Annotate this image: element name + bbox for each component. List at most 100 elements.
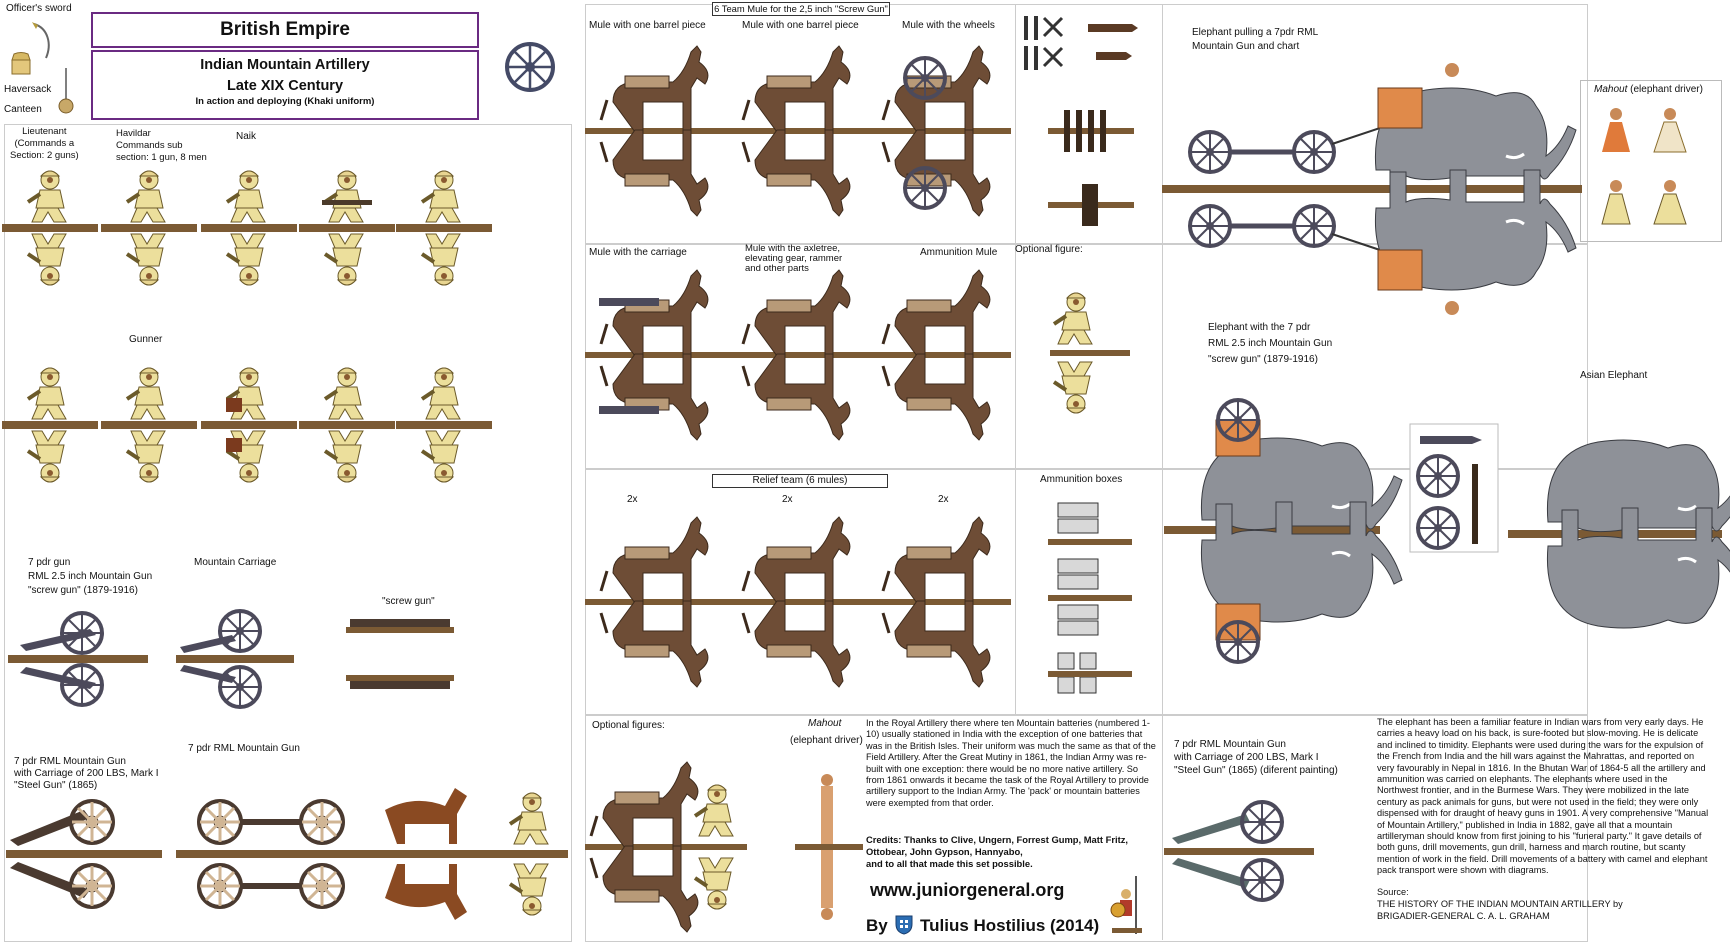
page-title: British Empire <box>220 19 350 40</box>
mule-row-2 <box>585 268 1011 442</box>
steel-gun-diff <box>1164 800 1314 902</box>
label-havildar: Havildar Commands sub section: 1 gun, 8 … <box>116 128 207 163</box>
cart-wheels <box>1188 125 1387 253</box>
divider-middle <box>1015 4 1016 714</box>
label-mahout-right: Mahout (elephant driver) <box>1594 84 1703 96</box>
label-haversack: Haversack <box>4 84 52 95</box>
divider-right <box>1162 4 1163 940</box>
source-line-2: BRIGADIER-GENERAL C. A. L. GRAHAM <box>1377 911 1550 921</box>
label-ammo-mule: Ammunition Mule <box>920 247 998 258</box>
panel-left <box>4 124 572 942</box>
label-officers-sword: Officer's sword <box>6 3 72 14</box>
ammo-boxes <box>1048 502 1132 694</box>
label-canteen: Canteen <box>4 104 42 115</box>
parts-column-top <box>1024 16 1138 226</box>
label-2x-2: 2x <box>782 494 793 505</box>
title-box: British Empire <box>91 12 479 48</box>
mountain-carriage <box>176 609 294 709</box>
soldier-row-1 <box>2 169 492 287</box>
elephant-pulling <box>1373 63 1578 315</box>
label-naik: Naik <box>236 131 257 142</box>
label-screw-gun: "screw gun" <box>382 596 435 607</box>
subtitle-1: Indian Mountain Artillery <box>200 57 370 73</box>
label-asian-elephant: Asian Elephant <box>1580 370 1648 381</box>
label-mahout-right-name: Mahout <box>1594 84 1628 95</box>
credits-by: By <box>866 916 888 935</box>
mule-barrel-2 <box>725 44 865 218</box>
gunner-1 <box>2 366 98 484</box>
label-elephant-driver: (elephant driver) <box>790 735 863 746</box>
rammer-parts <box>1048 110 1134 226</box>
gunner-5 <box>396 366 492 484</box>
elephant-gun-parts <box>1409 423 1499 553</box>
label-rml-gun: 7 pdr RML Mountain Gun <box>188 743 300 754</box>
gunner-2 <box>101 366 197 484</box>
panel-middle-1 <box>585 4 1588 245</box>
soldier-rammer <box>299 169 395 287</box>
roman-soldier-icon <box>1110 876 1142 934</box>
haversack-icon <box>11 52 31 75</box>
soldier-pointing <box>396 169 492 287</box>
label-mule-wheels: Mule with the wheels <box>902 20 995 31</box>
label-steel-gun: 7 pdr RML Mountain Gun with Carriage of … <box>14 756 159 791</box>
soldier-havildar <box>101 169 197 287</box>
subtitle-3: In action and deploying (Khaki uniform) <box>195 96 375 107</box>
soldier-row-2 <box>2 366 492 484</box>
panel-middle-4 <box>585 714 1588 942</box>
label-mahout-right-suffix: (elephant driver) <box>1627 84 1703 95</box>
source-line-1: THE HISTORY OF THE INDIAN MOUNTAIN ARTIL… <box>1377 899 1623 909</box>
label-mule-carriage: Mule with the carriage <box>589 247 687 258</box>
gun-row-2 <box>6 788 568 920</box>
optional-figures-bottom <box>585 760 863 934</box>
asian-elephant <box>1508 438 1730 630</box>
mule-barrel-1 <box>585 44 725 218</box>
label-7pdr-gun: 7 pdr gun RML 2.5 inch Mountain Gun "scr… <box>28 557 153 596</box>
label-elephant-7pdr: Elephant with the 7 pdr RML 2.5 inch Mou… <box>1208 322 1333 365</box>
mule-wheels <box>865 44 1011 218</box>
label-optional-figure: Optional figure: <box>1015 244 1083 255</box>
soldier-naik <box>201 169 297 287</box>
canteen-icon <box>58 68 74 114</box>
screw-gun-parts <box>346 619 454 689</box>
label-team-title: 6 Team Mule for the 2,5 inch "Screw Gun" <box>712 2 890 16</box>
mule-with-gunner <box>585 760 747 934</box>
relief-mule-3 <box>865 515 1011 689</box>
credits-text: Credits: Thanks to Clive, Ungern, Forres… <box>866 834 1129 869</box>
label-mountain-carriage: Mountain Carriage <box>194 557 277 568</box>
label-optional-figures: Optional figures: <box>592 720 665 731</box>
author-name: Tulius Hostilius (2014) <box>920 916 1100 935</box>
label-mahout: Mahout <box>808 718 842 729</box>
label-steel-gun-diff: 7 pdr RML Mountain Gun with Carriage of … <box>1174 739 1338 776</box>
harness-parts <box>1024 16 1138 70</box>
site-url: www.juniorgeneral.org <box>870 880 1065 900</box>
gunner-4 <box>299 366 395 484</box>
elephant-with-cart <box>1162 63 1582 315</box>
label-2x-1: 2x <box>627 494 638 505</box>
wheel-icon <box>505 42 555 92</box>
mahout-figures <box>1601 108 1687 225</box>
mule-axletree <box>725 268 865 442</box>
label-ammo-boxes: Ammunition boxes <box>1040 474 1123 485</box>
subtitle-2: Late XIX Century <box>226 78 344 94</box>
soldier-lieutenant <box>2 169 98 287</box>
mule-row-3 <box>585 515 1011 689</box>
source-label: Source: <box>1377 887 1409 897</box>
label-relief-team: Relief team (6 mules) <box>712 474 888 488</box>
mule-ammunition <box>865 268 1011 442</box>
gun-row-1 <box>8 609 454 709</box>
mule-carriage <box>585 268 725 442</box>
steel-gun-1865 <box>6 799 162 909</box>
mule-row-1 <box>585 44 1011 218</box>
screw-gun-7pdr <box>8 611 148 707</box>
mahout-figure <box>795 774 863 920</box>
label-mule-barrel-2: Mule with one barrel piece <box>742 20 859 31</box>
optional-figure-top <box>1050 291 1130 415</box>
rml-gun-team <box>176 788 568 920</box>
label-lieutenant: Lieutenant (Commands a Section: 2 guns) <box>10 126 79 161</box>
label-gunner: Gunner <box>129 334 163 345</box>
sword-icon <box>32 22 50 59</box>
elephant-with-gun <box>1164 398 1404 664</box>
relief-mule-2 <box>725 515 865 689</box>
label-mule-barrel-1: Mule with one barrel piece <box>589 20 706 31</box>
mahout-box <box>1580 80 1722 242</box>
